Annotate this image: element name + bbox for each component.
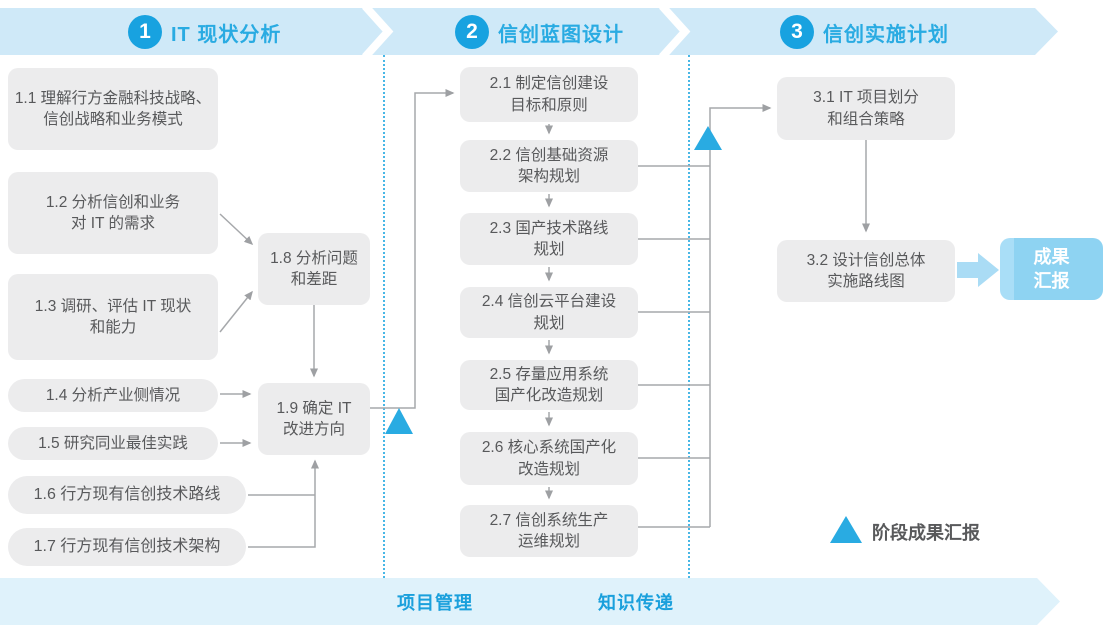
arrow-1-3-to-1-8 — [219, 290, 253, 333]
phase-2-number-badge: 2 — [455, 15, 489, 49]
step-3-1-box: 3.1 IT 项目划分 和组合策略 — [777, 77, 955, 140]
band-chevron-separator-1 — [362, 8, 394, 55]
phase-1-header: 1 IT 现状分析 — [128, 13, 281, 51]
phase-1-title: IT 现状分析 — [171, 23, 282, 46]
step-1-9-box: 1.9 确定 IT 改进方向 — [258, 383, 370, 455]
phase-3-header: 3 信创实施计划 — [780, 13, 949, 51]
thick-arrow-3-2-to-report — [957, 253, 999, 287]
phase-2-title: 信创蓝图设计 — [498, 23, 624, 46]
step-2-4-box: 2.4 信创云平台建设 规划 — [460, 287, 638, 338]
phase-3-number-badge: 3 — [780, 15, 814, 49]
step-2-2-box: 2.2 信创基础资源 架构规划 — [460, 140, 638, 192]
step-1-3-box: 1.3 调研、评估 IT 现状 和能力 — [8, 274, 218, 360]
result-report-box: 成果 汇报 — [1000, 238, 1103, 300]
step-1-4-box: 1.4 分析产业侧情况 — [8, 379, 218, 412]
arrow-1-2-to-1-8 — [219, 213, 254, 246]
footer-project-management-label: 项目管理 — [397, 593, 473, 613]
step-2-5-box: 2.5 存量应用系统 国产化改造规划 — [460, 360, 638, 410]
footer-knowledge-transfer-label: 知识传递 — [598, 593, 674, 613]
band-chevron-separator-2 — [659, 8, 691, 55]
milestone-triangle-phase1 — [385, 408, 413, 434]
step-1-5-box: 1.5 研究同业最佳实践 — [8, 427, 218, 460]
phase-1-number-badge: 1 — [128, 15, 162, 49]
step-1-7-box: 1.7 行方现有信创技术架构 — [8, 528, 246, 566]
phase-divider-dotted-line-1 — [383, 55, 385, 578]
step-3-2-box: 3.2 设计信创总体 实施路线图 — [777, 240, 955, 302]
step-1-1-box: 1.1 理解行方金融科技战略、 信创战略和业务模式 — [8, 68, 218, 150]
step-1-6-box: 1.6 行方现有信创技术路线 — [8, 476, 246, 514]
phase-divider-dotted-line-2 — [688, 55, 690, 578]
phase-2-header: 2 信创蓝图设计 — [455, 13, 624, 51]
step-2-1-box: 2.1 制定信创建设 目标和原则 — [460, 67, 638, 122]
step-1-8-box: 1.8 分析问题 和差距 — [258, 233, 370, 305]
step-2-7-box: 2.7 信创系统生产 运维规划 — [460, 505, 638, 557]
phase-3-title: 信创实施计划 — [823, 23, 949, 46]
arrow-1-7-merge-to-1-9 — [248, 459, 319, 548]
arrow-collector-to-3-1 — [709, 104, 772, 527]
step-2-6-box: 2.6 核心系统国产化 改造规划 — [460, 432, 638, 485]
footer-band — [0, 578, 1060, 625]
milestone-triangle-phase2 — [694, 126, 722, 150]
legend-milestone-triangle — [830, 516, 862, 543]
step-1-2-box: 1.2 分析信创和业务 对 IT 的需求 — [8, 172, 218, 254]
legend-milestone-label: 阶段成果汇报 — [872, 523, 980, 543]
step-2-3-box: 2.3 国产技术路线 规划 — [460, 213, 638, 265]
